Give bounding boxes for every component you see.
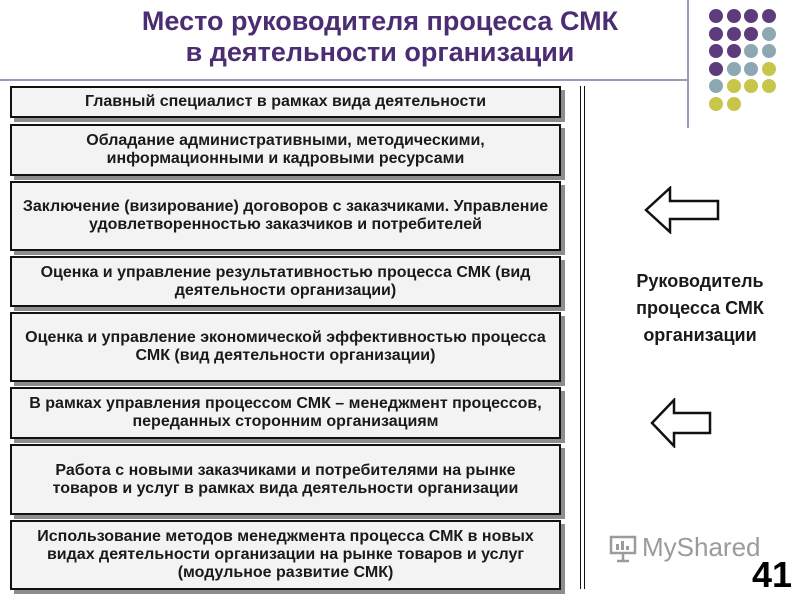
decorative-dot	[726, 44, 741, 58]
watermark-text: MyShared	[642, 532, 761, 562]
decorative-dot	[761, 79, 776, 93]
item-box-2: Обладание административными, методически…	[10, 124, 561, 176]
decorative-dot	[744, 79, 758, 93]
decorative-dot	[709, 26, 723, 41]
decorative-dot	[744, 9, 758, 23]
decorative-dot	[761, 26, 776, 41]
decorative-dot	[744, 44, 758, 58]
side-label: Руководитель процесса СМК организации	[636, 271, 764, 345]
item-text-7: Работа с новыми заказчиками и потребител…	[52, 461, 519, 497]
item-text-6: В рамках управления процессом СМК – мене…	[29, 395, 542, 430]
title-line-2: в деятельности организации	[185, 37, 575, 67]
item-box-6: В рамках управления процессом СМК – мене…	[10, 387, 561, 439]
slide-title: Место руководителя процесса СМК в деятел…	[120, 6, 640, 68]
decorative-dot	[761, 61, 776, 76]
corner-vertical-line	[687, 0, 689, 128]
item-box-5: Оценка и управление экономической эффект…	[10, 312, 561, 382]
title-underline	[0, 79, 688, 81]
decorative-dot	[761, 44, 776, 58]
decorative-dot	[761, 9, 776, 23]
item-text-4: Оценка и управление результативностью пр…	[40, 263, 531, 299]
left-arrow-icon	[644, 186, 720, 234]
item-box-1: Главный специалист в рамках вида деятель…	[10, 86, 561, 118]
decorative-dot	[709, 79, 723, 93]
page-number: 41	[751, 554, 792, 595]
vertical-divider	[580, 86, 585, 589]
title-line-1: Место руководителя процесса СМК	[141, 6, 619, 36]
item-text-2: Обладание административными, методически…	[86, 132, 485, 167]
decorative-dot	[709, 96, 723, 111]
decorative-dot	[709, 44, 723, 58]
decorative-dot	[744, 26, 758, 41]
watermark: MyShared	[608, 532, 761, 563]
item-box-4: Оценка и управление результативностью пр…	[10, 256, 561, 307]
item-box-7: Работа с новыми заказчиками и потребител…	[10, 444, 561, 515]
item-text-1: Главный специалист в рамках вида деятель…	[84, 93, 487, 110]
decorative-dot	[709, 61, 723, 76]
item-box-8: Использование методов менеджмента процес…	[10, 520, 561, 590]
decorative-dot	[726, 96, 741, 111]
item-text-5: Оценка и управление экономической эффект…	[25, 329, 546, 364]
decorative-dot	[726, 61, 741, 76]
decorative-dot	[744, 61, 758, 76]
item-box-3: Заключение (визирование) договоров с зак…	[10, 181, 561, 251]
item-text-8: Использование методов менеджмента процес…	[37, 528, 534, 581]
left-arrow-icon	[650, 398, 712, 448]
decorative-dot	[726, 26, 741, 41]
decorative-dot	[726, 9, 741, 23]
item-text-3: Заключение (визирование) договоров с зак…	[22, 198, 549, 233]
decorative-dot	[709, 9, 723, 23]
decorative-dot	[726, 79, 741, 93]
presentation-icon	[609, 535, 637, 562]
